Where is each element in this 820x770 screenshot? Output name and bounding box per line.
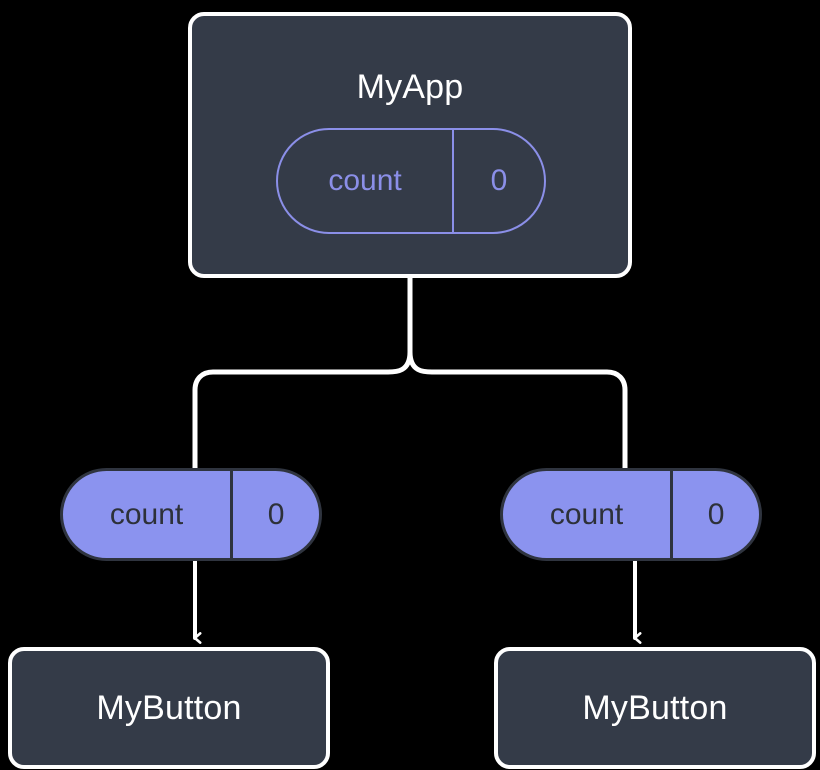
prop-pill-key: count xyxy=(109,497,184,531)
prop-pill-key: count xyxy=(549,497,624,531)
prop-pill-left[interactable]: count 0 xyxy=(60,468,322,561)
component-label-mybutton: MyButton xyxy=(96,689,242,727)
connector-branch-left xyxy=(192,349,413,473)
component-box-mybutton-left[interactable]: MyButton xyxy=(8,647,330,769)
component-label-mybutton: MyButton xyxy=(582,689,728,727)
state-pill-myapp[interactable]: count 0 xyxy=(276,128,546,234)
prop-pill-value: 0 xyxy=(670,471,759,558)
component-label-myapp: MyApp xyxy=(356,68,464,106)
state-pill-value: 0 xyxy=(452,130,544,232)
state-pill-key: count xyxy=(328,164,402,197)
component-box-mybutton-right[interactable]: MyButton xyxy=(494,647,816,769)
prop-pill-value: 0 xyxy=(230,471,319,558)
connector-branch-right xyxy=(407,349,628,473)
prop-pill-right[interactable]: count 0 xyxy=(500,468,762,561)
